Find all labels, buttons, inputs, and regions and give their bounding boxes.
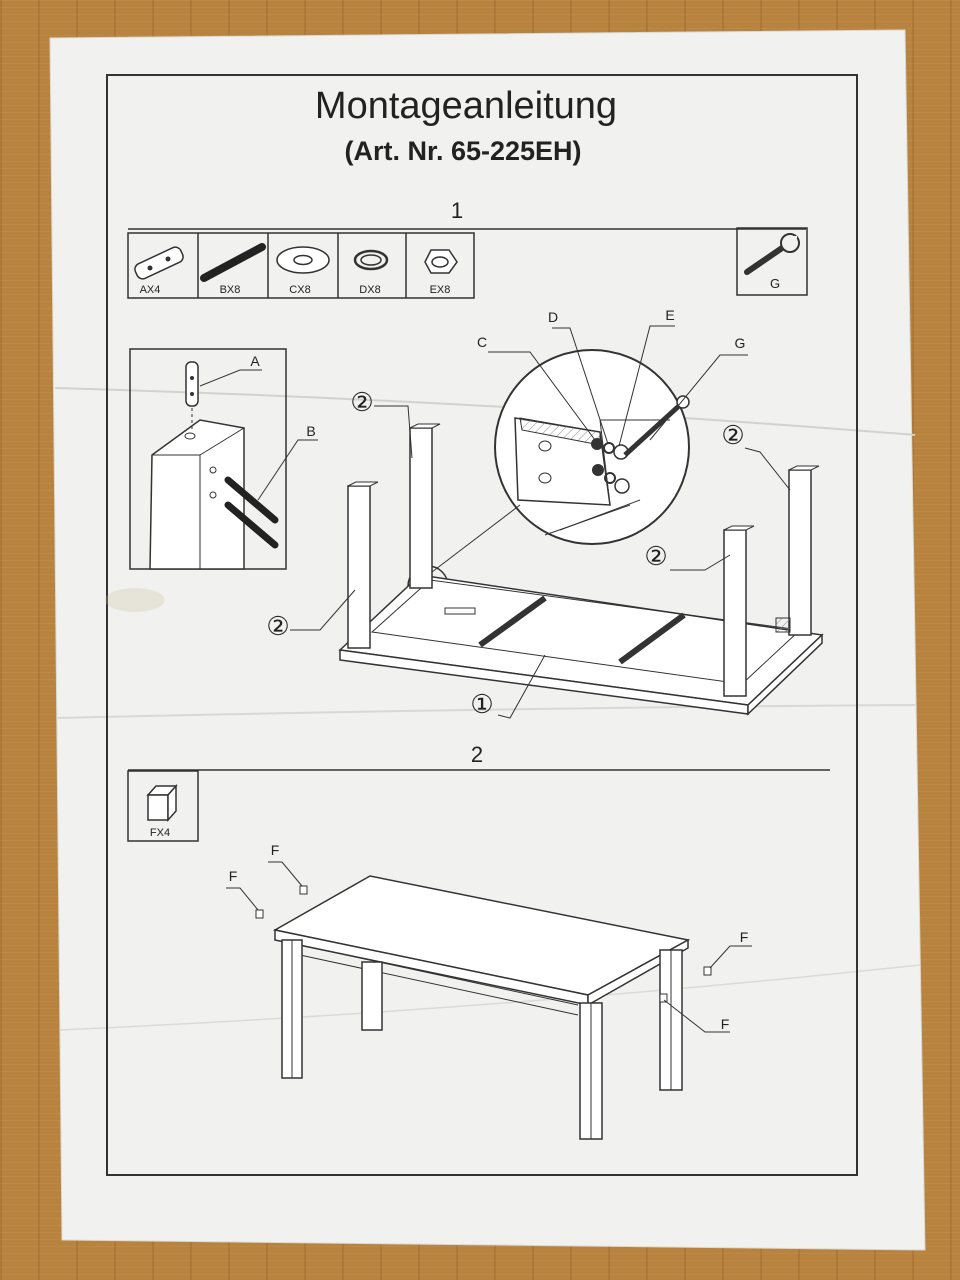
table-leg <box>409 423 441 589</box>
fold-line <box>59 964 921 1031</box>
tool-box: G <box>736 227 808 296</box>
detail-label-g: G <box>735 335 746 351</box>
bolt-b-1 <box>224 476 279 524</box>
svg-text:F: F <box>229 868 238 884</box>
detail-label-a: A <box>250 353 260 369</box>
svg-text:F: F <box>271 842 280 858</box>
foot-cap <box>703 966 712 976</box>
page-frame <box>106 74 858 1176</box>
wrench-icon <box>744 233 800 275</box>
spring-washer-icon <box>353 249 389 271</box>
foot-cap-callout: F <box>268 842 303 887</box>
paper-stain <box>105 588 165 612</box>
dowel-bracket-icon <box>134 246 184 280</box>
table-leg <box>659 949 683 1091</box>
svg-text:②: ② <box>350 387 373 417</box>
svg-text:①: ① <box>470 689 493 719</box>
bolt-b-2 <box>224 501 279 549</box>
part-code-f: FX4 <box>150 827 170 839</box>
detail-label-d: D <box>548 309 558 325</box>
foot-cap-callout: F <box>663 999 730 1033</box>
bolt-icon <box>200 243 266 282</box>
leg-callout: ② <box>721 420 791 491</box>
table-leg <box>361 961 383 1031</box>
article-number: (Art. Nr. 65-225EH) <box>344 136 581 166</box>
leg-callout: ② <box>266 589 356 641</box>
foot-cap-callout: F <box>226 868 259 911</box>
svg-text:F: F <box>740 929 749 945</box>
fold-line <box>54 387 916 436</box>
table-leg <box>788 465 820 636</box>
svg-text:②: ② <box>721 420 744 450</box>
foot-cap-callout: F <box>709 929 752 969</box>
part-code-b: BX8 <box>220 284 241 296</box>
part-code-e: EX8 <box>430 284 451 296</box>
detail-label-c: C <box>477 334 487 350</box>
svg-text:②: ② <box>266 611 289 641</box>
parts-table: AX4 BX8 CX8 DX8 EX8 <box>127 232 475 299</box>
fold-line <box>57 704 916 719</box>
step-number-2: 2 <box>471 742 483 767</box>
detail-leader <box>431 504 521 573</box>
leg-callout: ② <box>644 541 731 571</box>
table-leg <box>347 481 379 649</box>
dowel-detail-inset: A B <box>129 348 318 570</box>
foot-cap-icon <box>146 784 178 822</box>
flat-washer-icon <box>276 246 330 274</box>
bolt-detail-circle: C D E G <box>477 307 748 545</box>
tool-code: G <box>770 276 780 291</box>
table-leg <box>579 1002 603 1140</box>
table-underside-drawing <box>338 423 824 716</box>
detail-label-b: B <box>306 423 315 439</box>
foot-cap <box>659 993 668 1003</box>
page-title: Montageanleitung <box>315 85 617 127</box>
part-code-a: AX4 <box>140 284 161 296</box>
svg-text:②: ② <box>644 541 667 571</box>
part-box-f: FX4 <box>127 770 199 842</box>
foot-cap <box>255 909 264 919</box>
table-leg <box>723 525 755 697</box>
hex-nut-icon <box>424 249 458 274</box>
frame-callout: ① <box>470 654 546 719</box>
part-code-c: CX8 <box>289 284 310 296</box>
leg-callout: ② <box>350 387 413 459</box>
detail-label-e: E <box>665 307 674 323</box>
table-upright-drawing <box>255 875 712 1140</box>
part-code-d: DX8 <box>359 284 380 296</box>
svg-text:F: F <box>721 1016 730 1032</box>
foot-cap <box>299 885 308 895</box>
table-leg <box>281 939 303 1079</box>
step-number-1: 1 <box>451 198 463 223</box>
